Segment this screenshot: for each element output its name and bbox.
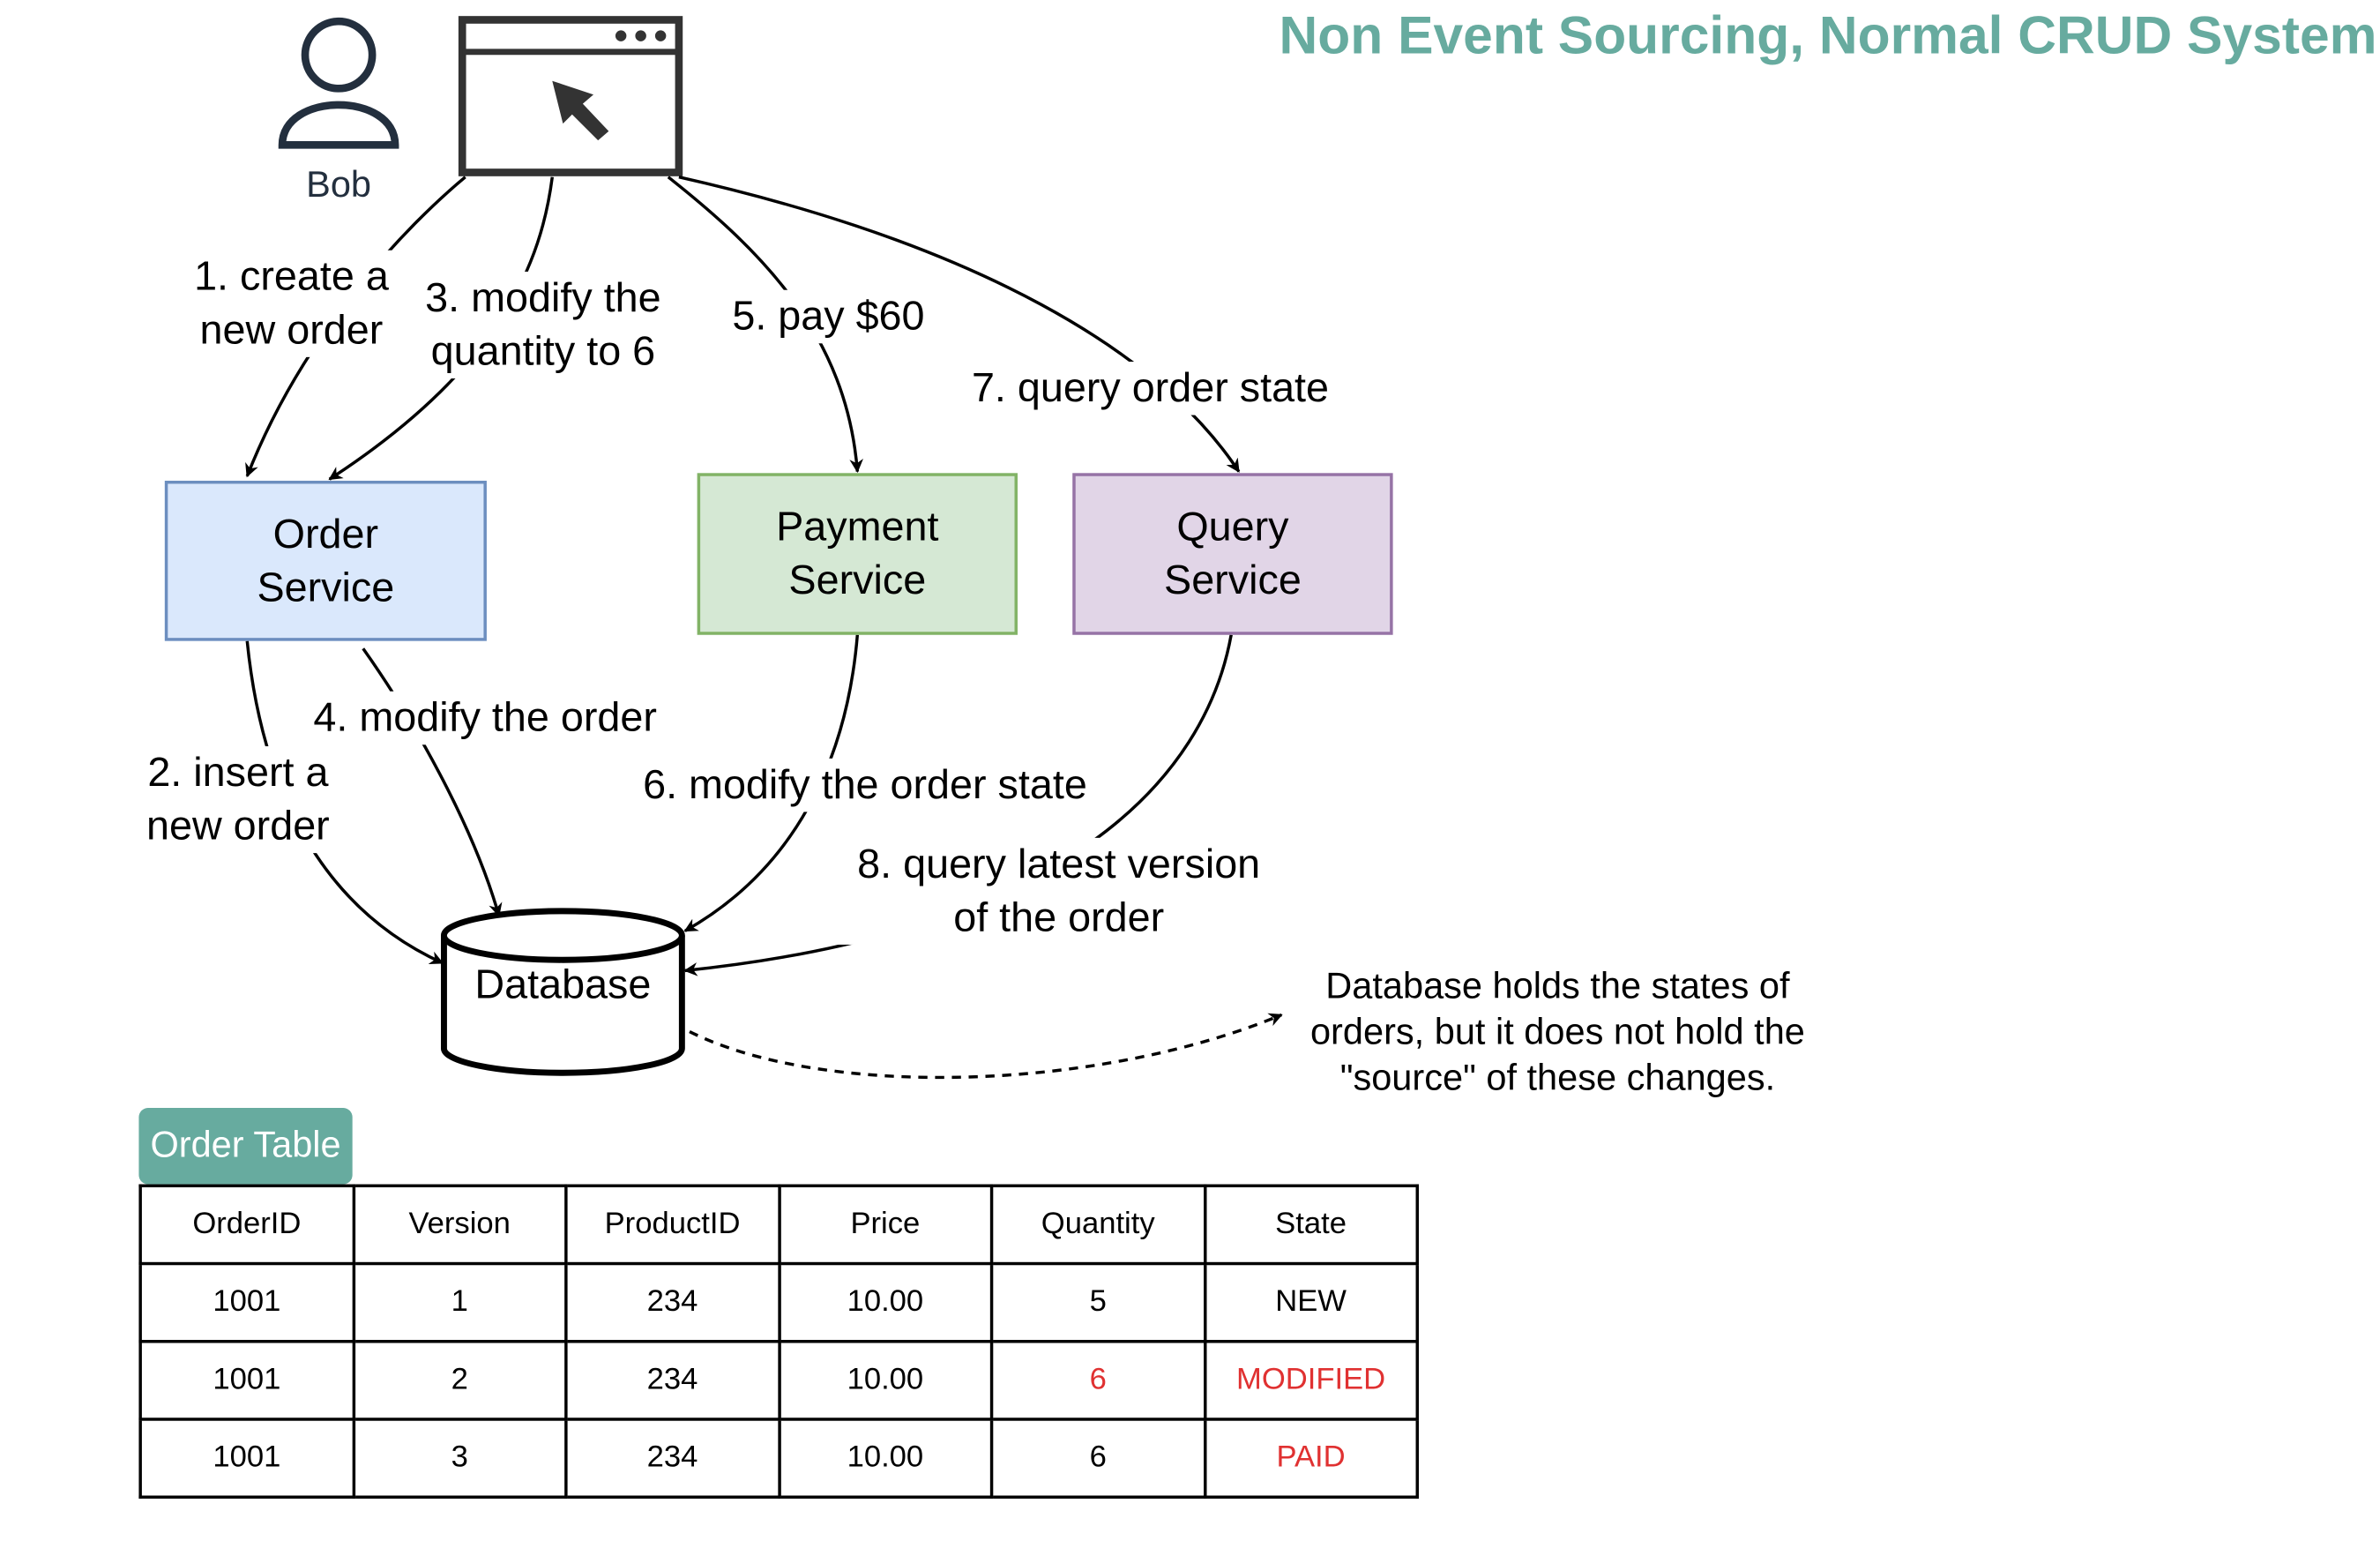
- database-note: Database holds the states of orders, but…: [1309, 966, 1805, 1099]
- step-4-label: 4. modify the order: [299, 691, 672, 745]
- order-table: OrderID Version ProductID Price Quantity…: [138, 1184, 1419, 1499]
- step-1-label: 1. create a new order: [180, 250, 403, 357]
- table-cell: 2: [351, 1340, 568, 1421]
- table-cell-highlight: 6: [989, 1340, 1206, 1421]
- table-cell: 10.00: [777, 1340, 994, 1421]
- table-cell: 1001: [138, 1340, 355, 1421]
- table-row: 1001 1 234 10.00 5 NEW: [138, 1261, 1419, 1343]
- column-header-version: Version: [351, 1184, 568, 1266]
- column-header-quantity: Quantity: [989, 1184, 1206, 1266]
- step-6-label: 6. modify the order state: [625, 758, 1105, 812]
- table-row: 1001 2 234 10.00 6 MODIFIED: [138, 1340, 1419, 1421]
- step-7-label: 7. query order state: [958, 362, 1343, 415]
- table-cell: 1001: [138, 1261, 355, 1343]
- database-cylinder-icon: [440, 908, 685, 1076]
- table-cell: NEW: [1203, 1261, 1419, 1343]
- payment-service-box: Payment Service: [697, 473, 1018, 635]
- table-cell: 10.00: [777, 1261, 994, 1343]
- column-header-price: Price: [777, 1184, 994, 1266]
- table-cell: 234: [564, 1418, 780, 1499]
- table-cell: 3: [351, 1418, 568, 1499]
- column-header-state: State: [1203, 1184, 1419, 1266]
- order-service-box: Order Service: [164, 480, 487, 641]
- table-cell: 6: [989, 1418, 1206, 1499]
- connector-database-note: [689, 1013, 1283, 1080]
- actor-name: Bob: [306, 164, 372, 206]
- connector-query-state: [678, 176, 1241, 473]
- step-3-label: 3. modify the quantity to 6: [412, 271, 675, 379]
- table-cell: 1001: [138, 1418, 355, 1499]
- table-cell: 234: [564, 1340, 780, 1421]
- step-5-label: 5. pay $60: [717, 289, 940, 344]
- table-header-row: OrderID Version ProductID Price Quantity…: [138, 1184, 1419, 1266]
- cursor-arrow-icon: [552, 80, 609, 141]
- page-title: Non Event Sourcing, Normal CRUD System: [1279, 5, 2377, 66]
- connector-modify-order: [362, 647, 503, 917]
- table-cell-highlight: PAID: [1203, 1418, 1419, 1499]
- user-icon: [278, 17, 399, 149]
- table-cell-highlight: MODIFIED: [1203, 1340, 1419, 1421]
- table-cell: 10.00: [777, 1418, 994, 1499]
- table-row: 1001 3 234 10.00 6 PAID: [138, 1418, 1419, 1499]
- table-cell: 234: [564, 1261, 780, 1343]
- step-2-label: 2. insert a new order: [124, 746, 351, 854]
- table-cell: 5: [989, 1261, 1206, 1343]
- column-header-orderid: OrderID: [138, 1184, 355, 1266]
- database-label: Database: [474, 961, 652, 1007]
- step-8-label: 8. query latest version of the order: [836, 837, 1282, 945]
- column-header-productid: ProductID: [564, 1184, 780, 1266]
- query-service-box: Query Service: [1072, 473, 1393, 635]
- table-cell: 1: [351, 1261, 568, 1343]
- order-table-tag: Order Table: [138, 1108, 353, 1185]
